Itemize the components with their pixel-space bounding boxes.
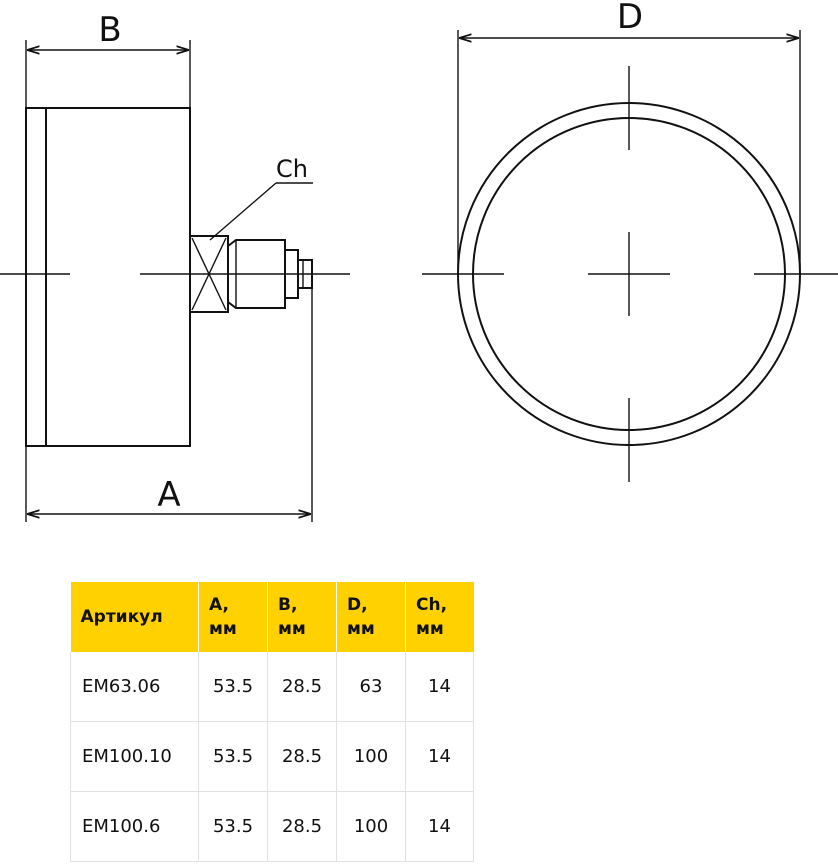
cell-article: EM63.06 (70, 652, 199, 722)
dimensions-table: Артикул A, мм B, мм D, мм Ch, мм EM63.06… (70, 582, 474, 862)
table-row: EM100.6 53.5 28.5 100 14 (70, 791, 474, 862)
table-header-row: Артикул A, мм B, мм D, мм Ch, мм (70, 582, 474, 652)
gauge-housing (25, 107, 191, 447)
cell-d: 63 (336, 652, 406, 722)
header-d: D, мм (336, 582, 406, 652)
ch-label: Ch (276, 155, 308, 183)
cell-d: 100 (336, 721, 406, 792)
cell-b: 28.5 (267, 791, 337, 862)
cell-a: 53.5 (198, 721, 268, 792)
header-b: B, мм (267, 582, 337, 652)
b-label: B (98, 10, 121, 50)
thread-tip (297, 259, 313, 289)
a-label: A (157, 475, 180, 515)
cell-b: 28.5 (267, 721, 337, 792)
cell-article: EM100.10 (70, 721, 199, 792)
table-row: EM100.10 53.5 28.5 100 14 (70, 721, 474, 792)
technical-drawing: B Ch A D (0, 0, 838, 522)
ch-leader (209, 182, 277, 241)
cell-a: 53.5 (198, 791, 268, 862)
cell-b: 28.5 (267, 652, 337, 722)
header-article: Артикул (70, 582, 199, 652)
front-view: D (422, 0, 838, 482)
cell-ch: 14 (405, 721, 474, 792)
cell-d: 100 (336, 791, 406, 862)
cell-ch: 14 (405, 652, 474, 722)
cell-article: EM100.6 (70, 791, 199, 862)
d-label: D (617, 0, 643, 37)
header-ch: Ch, мм (405, 582, 474, 652)
hex-nut-cross-b (191, 237, 227, 311)
cell-a: 53.5 (198, 652, 268, 722)
header-a: A, мм (198, 582, 268, 652)
table-row: EM63.06 53.5 28.5 63 14 (70, 652, 474, 722)
side-view: B Ch A (0, 10, 350, 522)
cell-ch: 14 (405, 791, 474, 862)
